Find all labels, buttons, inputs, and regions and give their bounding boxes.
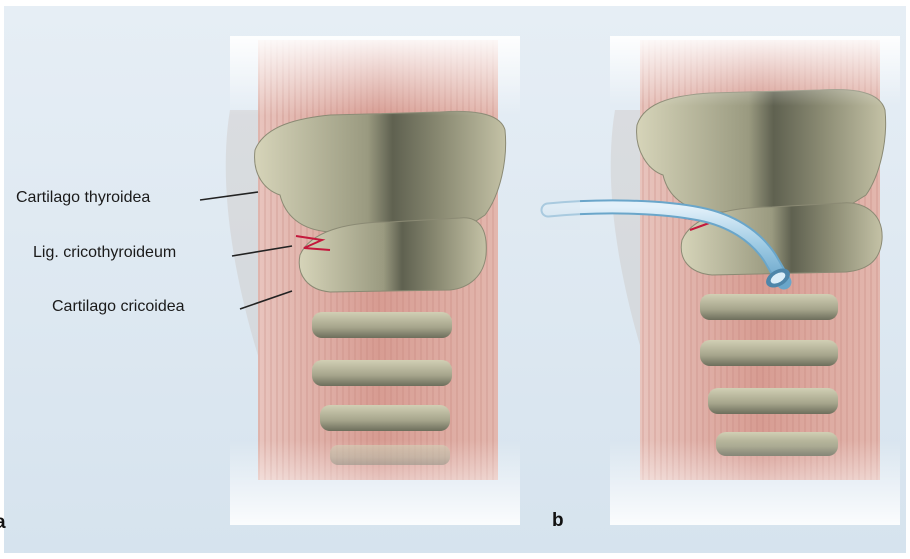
panel-label-b: b	[552, 510, 564, 532]
label-cartilago-cricoidea: Cartilago cricoidea	[52, 298, 185, 316]
panel-a-larynx	[226, 36, 520, 525]
label-cartilago-thyroidea: Cartilago thyroidea	[16, 189, 150, 207]
panel-label-a: a	[0, 512, 6, 534]
label-lig-cricothyroideum: Lig. cricothyroideum	[33, 244, 176, 262]
